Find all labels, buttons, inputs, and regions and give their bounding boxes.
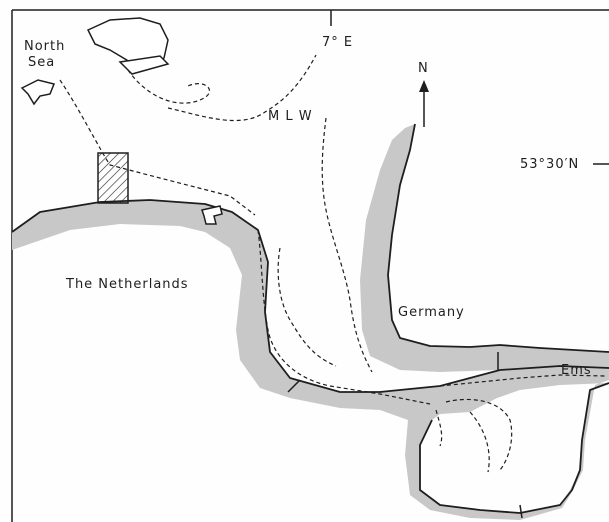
coastal-shading [12, 124, 609, 520]
longitude-label: 7° E [322, 35, 354, 50]
latitude-label: 53°30′N [520, 157, 580, 172]
netherlands-label: The Netherlands [66, 277, 189, 292]
mlw-label: M L W [268, 109, 313, 124]
graticule-ticks [330, 10, 609, 165]
channels [59, 54, 606, 473]
jetties [201, 205, 523, 519]
map-frame [11, 9, 609, 522]
north-sea-label-line1: North [24, 39, 66, 54]
dollard-channel-b [469, 411, 490, 473]
channel-east [321, 117, 373, 373]
channel-mid [277, 247, 337, 367]
german-coast-shading [360, 124, 609, 372]
main-channel [59, 79, 256, 216]
dollard-coastline [419, 382, 609, 514]
borkum-island [86, 17, 169, 67]
north-arrow [419, 80, 429, 127]
islands [20, 17, 170, 106]
ems-fairway [439, 374, 606, 387]
rottumeroog-islet [20, 79, 56, 106]
dollard-channel-c [435, 409, 443, 447]
study-area-box [97, 152, 129, 204]
dollard-channel-a [445, 398, 513, 471]
mlw-line-outer [167, 54, 317, 122]
north-sea-label-line2: Sea [28, 55, 56, 70]
germany-label: Germany [398, 305, 465, 320]
german-coastline [387, 123, 609, 353]
coastlines [11, 123, 609, 514]
dutch-coastline [11, 199, 609, 393]
channel-west-bank [257, 229, 431, 405]
mlw-line-borkum [127, 69, 211, 104]
delfzijl-harbour [201, 205, 223, 225]
ems-label: Ems [561, 363, 592, 378]
north-arrow-label: N [418, 61, 429, 76]
